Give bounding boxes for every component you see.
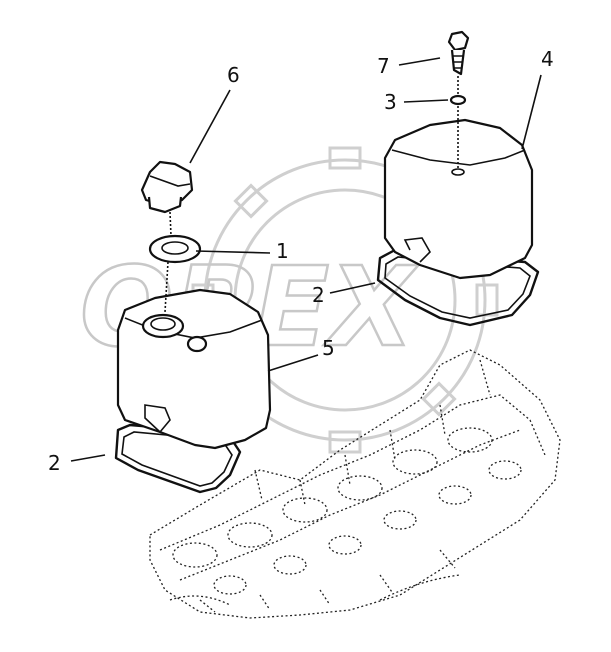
cylinder-head [149, 349, 561, 619]
callout-2-left: 2 [48, 451, 61, 475]
callout-4: 4 [541, 47, 554, 71]
callout-5: 5 [322, 336, 335, 360]
callouts: 6 1 5 2 2 4 3 7 [48, 47, 554, 475]
seal-ring [148, 234, 202, 264]
washer [449, 94, 467, 106]
callout-1: 1 [276, 239, 289, 263]
callout-6: 6 [227, 63, 240, 87]
assembly-axes [164, 76, 459, 313]
rocker-cover-left [116, 288, 272, 450]
breather-stub [186, 335, 208, 353]
callout-3: 3 [384, 90, 397, 114]
leader-lines [70, 57, 542, 462]
rocker-cover-right [383, 118, 534, 280]
callout-2-right: 2 [312, 283, 325, 307]
bolt [447, 30, 470, 76]
filler-cap [140, 160, 194, 214]
callout-7: 7 [377, 54, 390, 78]
